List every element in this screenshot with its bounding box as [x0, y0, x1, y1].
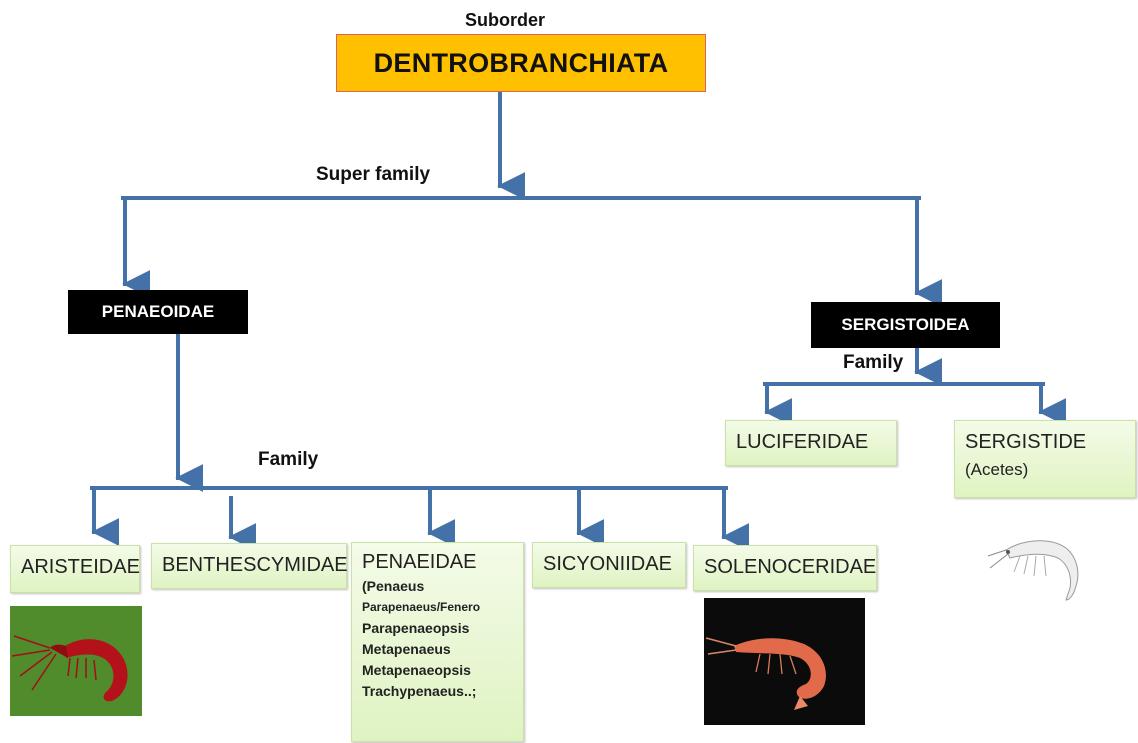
genus-item: Metapenaeus — [362, 641, 451, 657]
superfamily-label: Super family — [316, 164, 431, 185]
node-benthescymidae-label: BENTHESCYMIDAE — [162, 554, 348, 576]
node-solenoceridae-label: SOLENOCERIDAE — [704, 556, 877, 578]
node-benthescymidae: BENTHESCYMIDAE — [151, 543, 348, 589]
node-luciferidae-label: LUCIFERIDAE — [736, 431, 869, 453]
node-sicyoniidae: SICYONIIDAE — [532, 542, 686, 588]
genus-item: Parapenaeus/Fenero — [362, 600, 481, 614]
genus-item: Metapenaeopsis — [362, 662, 471, 678]
genus-item: Trachypenaeus..; — [362, 683, 477, 699]
family-label-right: Family — [843, 352, 904, 373]
node-sicyoniidae-label: SICYONIIDAE — [543, 553, 672, 575]
aristeidae-shrimp-image — [10, 606, 142, 716]
node-aristeidae: ARISTEIDAE — [10, 545, 140, 593]
root-node-dentrobranchiata: DENTROBRANCHIATA — [336, 34, 706, 92]
node-sergistoidea: SERGISTOIDEA — [811, 302, 1000, 348]
suborder-label: Suborder — [465, 10, 546, 30]
penaeidae-genera-list: (Penaeus Parapenaeus/Fenero Parapenaeops… — [362, 576, 513, 702]
node-luciferidae: LUCIFERIDAE — [725, 420, 897, 466]
solenoceridae-shrimp-image — [704, 598, 865, 725]
node-aristeidae-label: ARISTEIDAE — [21, 556, 140, 578]
node-sergistide-label: SERGISTIDE — [965, 431, 1087, 453]
family-label-left: Family — [258, 449, 319, 470]
node-sergistide: SERGISTIDE (Acetes) — [954, 420, 1136, 498]
node-sergistide-note: (Acetes) — [965, 460, 1029, 479]
node-penaeidae-label: PENAEIDAE — [362, 551, 477, 573]
node-penaeoidae: PENAEOIDAE — [68, 290, 248, 334]
node-penaeidae: PENAEIDAE (Penaeus Parapenaeus/Fenero Pa… — [351, 542, 524, 742]
acetes-shrimp-sketch — [986, 528, 1088, 604]
genus-item: Parapenaeopsis — [362, 620, 470, 636]
node-solenoceridae: SOLENOCERIDAE — [693, 545, 877, 591]
genus-item: (Penaeus — [362, 578, 425, 594]
